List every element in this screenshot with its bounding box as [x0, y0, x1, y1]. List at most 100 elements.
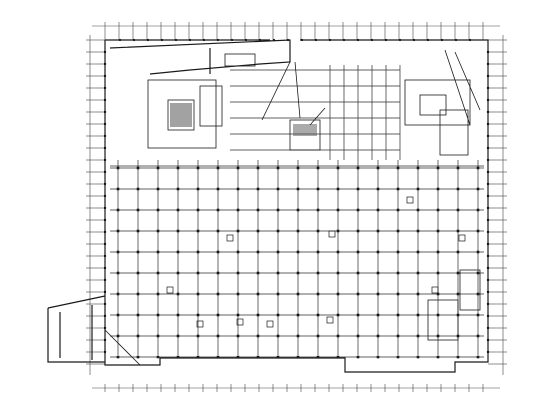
column: [236, 292, 240, 296]
column: [176, 355, 180, 359]
column: [256, 313, 260, 317]
column: [296, 334, 300, 338]
column: [156, 355, 160, 359]
wall-column: [103, 242, 107, 246]
column: [456, 250, 460, 254]
column: [436, 355, 440, 359]
column: [196, 208, 200, 212]
wall-column: [468, 38, 472, 42]
wall-column: [486, 314, 490, 318]
column: [216, 250, 220, 254]
column: [456, 166, 460, 170]
column: [196, 334, 200, 338]
wall-column: [160, 38, 164, 42]
column: [316, 334, 320, 338]
column: [356, 208, 360, 212]
ramp-lines: [104, 49, 481, 366]
column: [396, 271, 400, 275]
column: [316, 250, 320, 254]
column: [416, 250, 420, 254]
wall-column: [486, 50, 490, 54]
column: [196, 313, 200, 317]
wall-column: [398, 38, 402, 42]
column: [476, 208, 480, 212]
structural-columns: [103, 38, 490, 359]
column: [196, 229, 200, 233]
wall-column: [440, 38, 444, 42]
column: [276, 334, 280, 338]
column: [256, 208, 260, 212]
column: [296, 271, 300, 275]
column: [196, 187, 200, 191]
equipment-box: [406, 196, 414, 204]
column: [196, 166, 200, 170]
column: [456, 334, 460, 338]
wall-column: [342, 38, 346, 42]
column: [216, 313, 220, 317]
column: [476, 292, 480, 296]
column: [316, 229, 320, 233]
column: [396, 208, 400, 212]
column: [176, 313, 180, 317]
column: [376, 355, 380, 359]
column: [176, 187, 180, 191]
wall-column: [486, 74, 490, 78]
wall-column: [486, 350, 490, 354]
column: [236, 355, 240, 359]
column: [116, 292, 120, 296]
column: [476, 250, 480, 254]
column: [116, 271, 120, 275]
column: [356, 292, 360, 296]
column: [376, 334, 380, 338]
wall-column: [103, 134, 107, 138]
column: [296, 355, 300, 359]
column: [396, 187, 400, 191]
column: [456, 313, 460, 317]
wall-column: [103, 146, 107, 150]
column: [296, 292, 300, 296]
column: [296, 250, 300, 254]
column: [136, 187, 140, 191]
wall-column: [486, 326, 490, 330]
column: [356, 271, 360, 275]
column: [436, 166, 440, 170]
wall-column: [486, 218, 490, 222]
column: [396, 250, 400, 254]
column: [156, 292, 160, 296]
column: [416, 166, 420, 170]
wall-column: [216, 38, 220, 42]
wall-column: [103, 194, 107, 198]
column: [416, 229, 420, 233]
column: [436, 208, 440, 212]
column: [436, 334, 440, 338]
wall-column: [103, 110, 107, 114]
wall-column: [486, 122, 490, 126]
column: [136, 355, 140, 359]
column: [436, 229, 440, 233]
column: [416, 187, 420, 191]
column: [196, 292, 200, 296]
column: [396, 229, 400, 233]
wall-column: [146, 38, 150, 42]
column: [136, 313, 140, 317]
column: [236, 250, 240, 254]
wall-column: [356, 38, 360, 42]
column: [296, 208, 300, 212]
column: [476, 334, 480, 338]
column: [276, 229, 280, 233]
column: [336, 355, 340, 359]
column: [256, 187, 260, 191]
wall-column: [486, 278, 490, 282]
column: [316, 208, 320, 212]
column: [176, 229, 180, 233]
column: [336, 250, 340, 254]
column: [476, 313, 480, 317]
column: [416, 334, 420, 338]
wall-column: [103, 122, 107, 126]
column: [116, 313, 120, 317]
wall-column: [103, 182, 107, 186]
column: [136, 208, 140, 212]
column: [116, 187, 120, 191]
column: [376, 271, 380, 275]
